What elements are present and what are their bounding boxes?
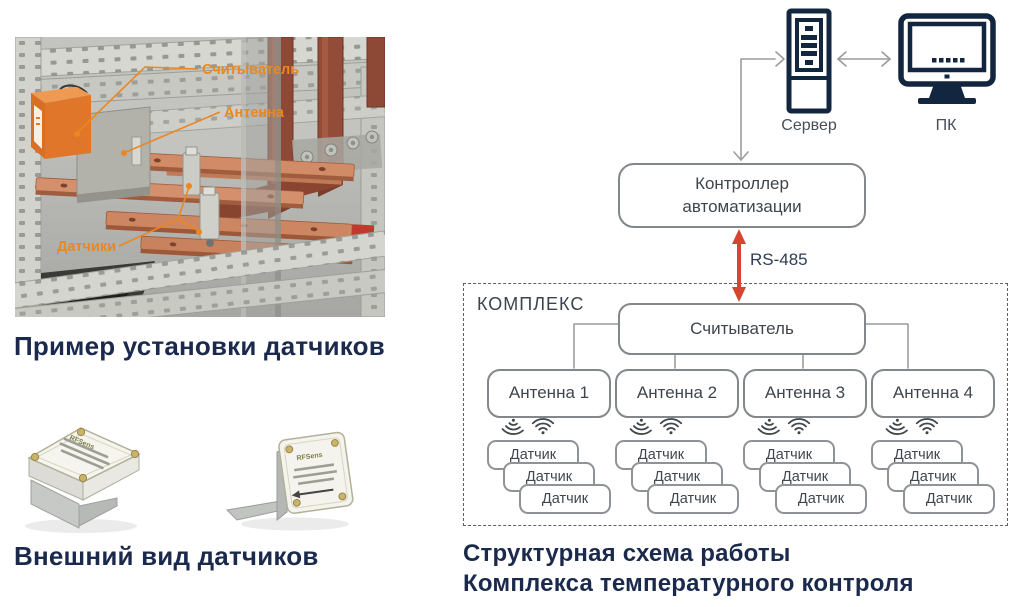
wifi-icon-rotated	[501, 418, 524, 435]
controller-node: Контроллер автоматизации	[618, 163, 866, 228]
installation-photo: Считыватель Антенна Датчики	[15, 37, 385, 317]
schema-caption-line1: Структурная схема работы	[463, 540, 791, 567]
photo-reader-label: Считыватель	[202, 62, 299, 78]
controller-label-line1: Контроллер	[695, 174, 789, 194]
wifi-icons-3	[757, 418, 811, 435]
wifi-icon	[659, 418, 683, 435]
wifi-icon	[915, 418, 939, 435]
brand-text-right: RFSens	[296, 452, 323, 463]
schema-caption-line2: Комплекса температурного контроля	[463, 570, 914, 597]
pc-label: ПК	[935, 117, 957, 134]
reader-node-label: Считыватель	[690, 318, 794, 338]
antenna-device	[76, 106, 151, 203]
antenna-2-label: Антенна 2	[636, 383, 718, 403]
complex-label: КОМПЛЕКС	[477, 294, 585, 314]
sensor-node: Датчик	[775, 484, 867, 514]
wifi-icon-rotated	[757, 418, 780, 435]
server-label: Сервер	[781, 117, 837, 134]
sensor-node: Датчик	[647, 484, 739, 514]
sensor-device-left: RFSens	[25, 427, 141, 533]
reader-node: Считыватель	[618, 303, 866, 355]
wifi-icons-2	[629, 418, 683, 435]
sensor-node: Датчик	[615, 440, 707, 470]
photo-sensors-label: Датчики	[57, 239, 116, 255]
wifi-icons-1	[501, 418, 555, 435]
reader-device	[31, 87, 91, 159]
desktop-pc-icon	[898, 13, 996, 104]
antenna-3-label: Антенна 3	[764, 383, 846, 403]
sensor-node: Датчик	[759, 462, 851, 492]
photo-antenna-label: Антенна	[224, 105, 285, 121]
server-tower-icon	[786, 8, 832, 114]
antenna-node-2: Антенна 2	[615, 369, 739, 418]
wifi-icon-rotated	[629, 418, 652, 435]
rs485-label: RS-485	[750, 250, 808, 269]
antenna-node-1: Антенна 1	[487, 369, 611, 418]
sensor-node: Датчик	[903, 484, 995, 514]
sensor-devices-photo: RFSens RFSens	[25, 427, 354, 533]
controller-label-line2: автоматизации	[682, 196, 802, 216]
devices-caption: Внешний вид датчиков	[14, 541, 319, 571]
antenna-node-3: Антенна 3	[743, 369, 867, 418]
antenna-4-label: Антенна 4	[892, 383, 974, 403]
antenna-node-4: Антенна 4	[871, 369, 995, 418]
sensor-node: Датчик	[503, 462, 595, 492]
complex-dashed-box	[463, 283, 1008, 526]
wifi-icon	[531, 418, 555, 435]
sensor-device-right: RFSens	[225, 431, 354, 531]
wifi-icons-4	[885, 418, 939, 435]
sensor-node: Датчик	[519, 484, 611, 514]
antenna-1-label: Антенна 1	[508, 383, 590, 403]
wifi-icon-rotated	[885, 418, 908, 435]
wifi-icon	[787, 418, 811, 435]
installation-caption: Пример установки датчиков	[14, 331, 385, 361]
